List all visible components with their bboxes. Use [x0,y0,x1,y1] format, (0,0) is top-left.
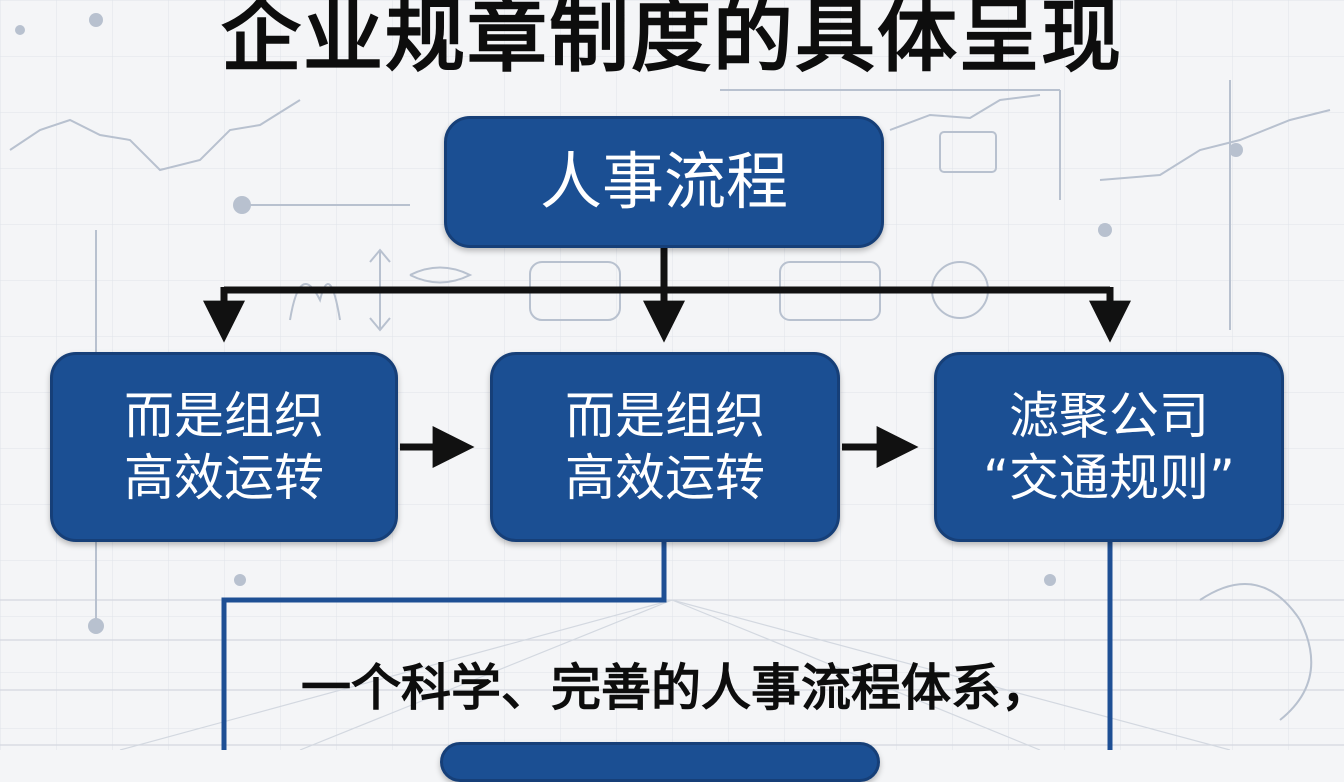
process-box-label: 人事流程 [539,145,788,219]
process-box-line1: 滤聚公司 [1009,386,1209,445]
process-box-line1: 而是组织 [565,386,765,445]
flow-connectors [203,248,1131,750]
blue-connector-left [221,542,667,750]
process-box-left: 而是组织 高效运转 [50,352,398,542]
process-box-line2: 高效运转 [565,449,765,507]
process-box-bottom [440,742,880,782]
process-box-line2: 高效运转 [124,449,324,507]
process-box-line1: 而是组织 [124,386,324,445]
summary-caption: 一个科学、完善的人事流程体系， [301,659,1051,717]
process-box-line2: “交通规则” [983,449,1235,507]
process-box-hr-flow: 人事流程 [444,116,884,248]
process-box-center: 而是组织 高效运转 [490,352,840,542]
process-box-right: 滤聚公司 “交通规则” [934,352,1284,542]
page-title: 企业规章制度的具体呈现 [221,0,1123,83]
